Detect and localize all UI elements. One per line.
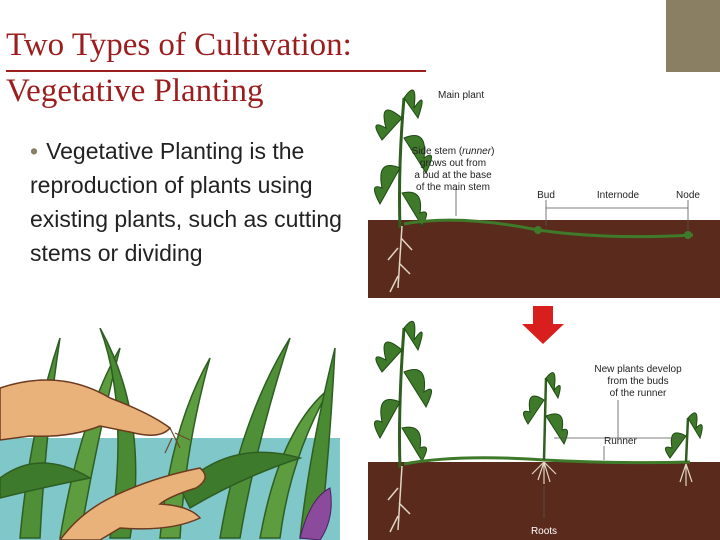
label-pointers-bottom — [543, 400, 684, 518]
side-stem-label-1: Side stem (runner) — [412, 146, 495, 157]
side-stem-label-4: of the main stem — [416, 182, 490, 193]
roots-label: Roots — [531, 526, 557, 537]
down-arrow-icon — [522, 306, 564, 344]
new-plants-label-3: of the runner — [610, 388, 667, 399]
main-plant-top — [374, 89, 432, 229]
bud-label: Bud — [537, 190, 555, 201]
node-marker — [684, 231, 692, 239]
slide-title: Two Types of Cultivation: Vegetative Pla… — [6, 22, 352, 114]
side-stem-label-3: a bud at the base — [414, 170, 492, 181]
main-plant-label: Main plant — [438, 90, 484, 101]
runner-label: Runner — [604, 436, 637, 447]
title-underline — [6, 70, 426, 72]
corner-accent-block — [666, 0, 720, 72]
roots-bottom-main — [387, 465, 411, 533]
internode-label: Internode — [597, 190, 640, 201]
new-plants-label-1: New plants develop — [594, 364, 682, 375]
bullet-text: Vegetative Planting is the reproduction … — [30, 138, 342, 266]
runner-diagram: Main plant Side stem (runner) grows out … — [368, 89, 720, 540]
dividing-plants-illustration — [0, 328, 340, 540]
slide-title-line-1: Two Types of Cultivation: — [6, 27, 352, 63]
node-label: Node — [676, 190, 700, 201]
roots-new-plant-2 — [679, 463, 693, 486]
label-pointers-top — [455, 188, 689, 230]
hand-icon — [0, 379, 206, 540]
side-stem-label-2: grows out from — [420, 158, 486, 169]
plant-roots — [164, 427, 191, 454]
new-plant-2 — [665, 412, 703, 463]
purple-leaves — [299, 487, 332, 540]
main-plant-bottom — [374, 320, 432, 469]
slide-title-line-2: Vegetative Planting — [6, 73, 264, 109]
new-plants-label-2: from the buds — [607, 376, 668, 387]
roots-new-plant-1 — [531, 461, 557, 484]
runner-stem-bottom — [403, 456, 691, 466]
soil-top — [368, 220, 720, 298]
bullet-icon: • — [30, 138, 39, 164]
roots-top — [387, 225, 413, 293]
new-plant-1 — [523, 372, 568, 461]
bullet-point: •Vegetative Planting is the reproduction… — [30, 134, 360, 270]
bud-marker — [534, 226, 542, 234]
